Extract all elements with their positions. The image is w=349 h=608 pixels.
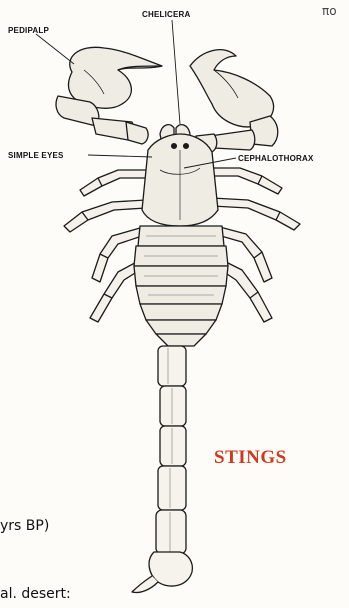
label-simple-eyes: SIMPLE EYES [8,151,64,160]
leader-pedipalp [36,34,74,64]
leader-chelicera [172,20,180,124]
text-fragment-1: yrs BP) [0,518,49,534]
tail-segment [158,346,186,386]
tail-segment [160,386,186,426]
left-pedipalp-segment [126,122,148,144]
label-pedipalp: PEDIPALP [8,26,49,35]
label-chelicera: CHELICERA [142,10,190,19]
tail-segment [158,466,186,510]
tail [132,346,192,593]
left-chela [69,47,163,108]
leader-simple-eyes [88,155,152,157]
text-fragment-2: al. desert: [0,586,71,602]
right-leg-1 [208,168,282,194]
stings-heading: STINGS [214,447,287,469]
abdomen [134,226,228,346]
median-eye [172,144,177,149]
right-leg-2 [212,198,300,230]
left-leg-2 [64,200,146,232]
median-eye [184,144,189,149]
right-pedipalp [190,50,278,152]
tail-segment [160,426,186,466]
corner-mark: πο [322,4,337,18]
tail-segment [156,510,186,554]
sting [132,576,158,593]
label-cephalothorax: CEPHALOTHORAX [238,154,314,163]
left-leg-1 [80,170,150,196]
